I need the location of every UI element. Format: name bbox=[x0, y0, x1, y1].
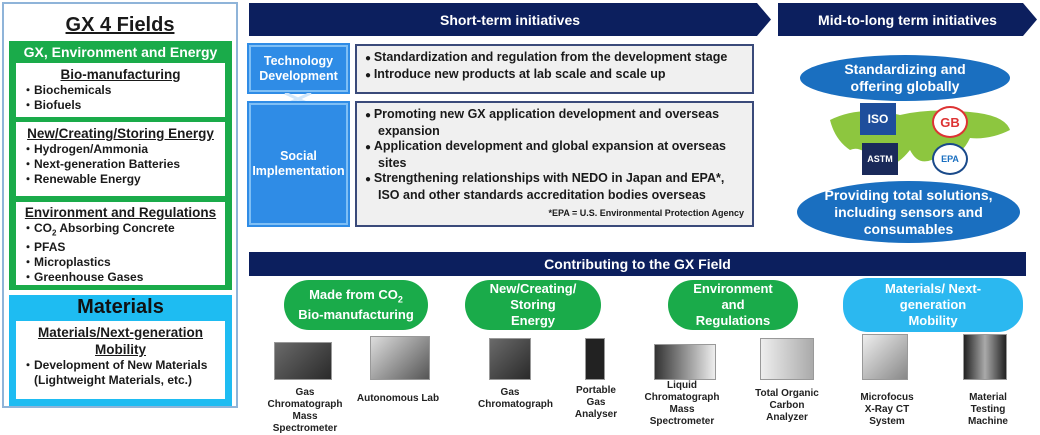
bullet-item: Strengthening relationships with NEDO in… bbox=[365, 171, 744, 203]
list-item: Biofuels bbox=[22, 98, 219, 113]
panel-title: GX 4 Fields bbox=[65, 14, 175, 36]
category-pill-environment: Environment and Regulations bbox=[668, 280, 798, 330]
group-energy: New/Creating/Storing Energy Hydrogen/Amm… bbox=[16, 122, 225, 196]
bullet-item: Introduce new products at lab scale and … bbox=[365, 67, 744, 84]
gx-environment-energy-box: GX, Environment and Energy Bio-manufactu… bbox=[9, 41, 232, 290]
product-label: Gas Chromatograph bbox=[478, 387, 553, 410]
group-heading: Environment and Regulations bbox=[24, 205, 217, 220]
bullet-item: Standardization and regulation from the … bbox=[365, 50, 744, 67]
world-map-icon bbox=[820, 100, 1015, 178]
astm-logo: ASTM bbox=[862, 143, 898, 175]
list-item: Hydrogen/Ammonia bbox=[22, 142, 219, 157]
product-label: Portable Gas Analyser bbox=[574, 385, 618, 420]
group-environment: Environment and Regulations CO2 Absorbin… bbox=[16, 202, 225, 285]
technology-development-bullets: Standardization and regulation from the … bbox=[355, 44, 754, 94]
green-header: GX, Environment and Energy bbox=[23, 44, 218, 60]
list-item: Renewable Energy bbox=[22, 172, 219, 187]
product-image-gcms bbox=[268, 333, 338, 380]
product-image-lcms bbox=[650, 333, 720, 380]
product-image-xray-ct bbox=[855, 333, 915, 380]
product-image-toc bbox=[752, 333, 822, 380]
group-heading: New/Creating/Storing Energy bbox=[27, 126, 214, 141]
total-solutions-ellipse: Providing total solutions, including sen… bbox=[797, 181, 1020, 243]
product-image-portable-gas-analyser bbox=[570, 333, 620, 380]
epa-logo: EPA bbox=[932, 143, 968, 175]
product-label: Material Testing Machine bbox=[967, 392, 1008, 427]
group-materials: Materials/Next-generation Mobility Devel… bbox=[16, 321, 225, 399]
list-item: PFAS bbox=[22, 240, 219, 255]
list-item: Microplastics bbox=[22, 255, 219, 270]
product-label: Microfocus X-Ray CT System bbox=[860, 392, 914, 427]
product-label: Liquid Chromatograph Mass Spectrometer bbox=[644, 380, 720, 427]
footnote: *EPA = U.S. Environmental Protection Age… bbox=[548, 207, 744, 218]
social-implementation-label: Social Implementation bbox=[247, 101, 350, 227]
list-item: Next-generation Batteries bbox=[22, 157, 219, 172]
social-implementation-bullets: Promoting new GX application development… bbox=[355, 101, 754, 227]
mid-long-term-arrow: Mid-to-long term initiatives bbox=[778, 3, 1037, 36]
technology-development-label: Technology Development bbox=[247, 43, 350, 94]
product-image-testing-machine bbox=[955, 333, 1015, 380]
product-image-gc bbox=[480, 333, 540, 380]
product-image-autonomous-lab bbox=[365, 333, 435, 380]
materials-box: Materials Materials/Next-generation Mobi… bbox=[9, 295, 232, 406]
list-item: CO2 Absorbing Concrete bbox=[22, 221, 219, 240]
group-heading: Materials/Next-generation Mobility bbox=[37, 325, 204, 357]
contributing-bar: Contributing to the GX Field bbox=[249, 252, 1026, 276]
product-label: Total Organic Carbon Analyzer bbox=[755, 388, 819, 423]
iso-logo: ISO bbox=[860, 103, 896, 135]
short-term-arrow: Short-term initiatives bbox=[249, 3, 771, 36]
category-pill-energy: New/Creating/ Storing Energy bbox=[465, 280, 601, 330]
list-item: Biochemicals bbox=[22, 83, 219, 98]
bullet-item: Application development and global expan… bbox=[365, 139, 744, 171]
group-heading: Bio-manufacturing bbox=[60, 67, 181, 82]
category-pill-materials: Materials/ Next-generation Mobility bbox=[843, 278, 1023, 332]
list-item: Greenhouse Gases bbox=[22, 270, 219, 285]
gb-logo: GB bbox=[932, 106, 968, 138]
bullet-item: Promoting new GX application development… bbox=[365, 107, 744, 139]
product-label: Autonomous Lab bbox=[356, 393, 440, 404]
gx-4-fields-panel: GX 4 Fields GX, Environment and Energy B… bbox=[2, 2, 238, 408]
list-item: Development of New Materials (Lightweigh… bbox=[22, 358, 219, 388]
product-label: Gas Chromatograph Mass Spectrometer bbox=[267, 387, 343, 434]
materials-title: Materials bbox=[77, 296, 164, 318]
standardizing-ellipse: Standardizing and offering globally bbox=[800, 55, 1010, 101]
group-bio-manufacturing: Bio-manufacturing Biochemicals Biofuels bbox=[16, 63, 225, 117]
